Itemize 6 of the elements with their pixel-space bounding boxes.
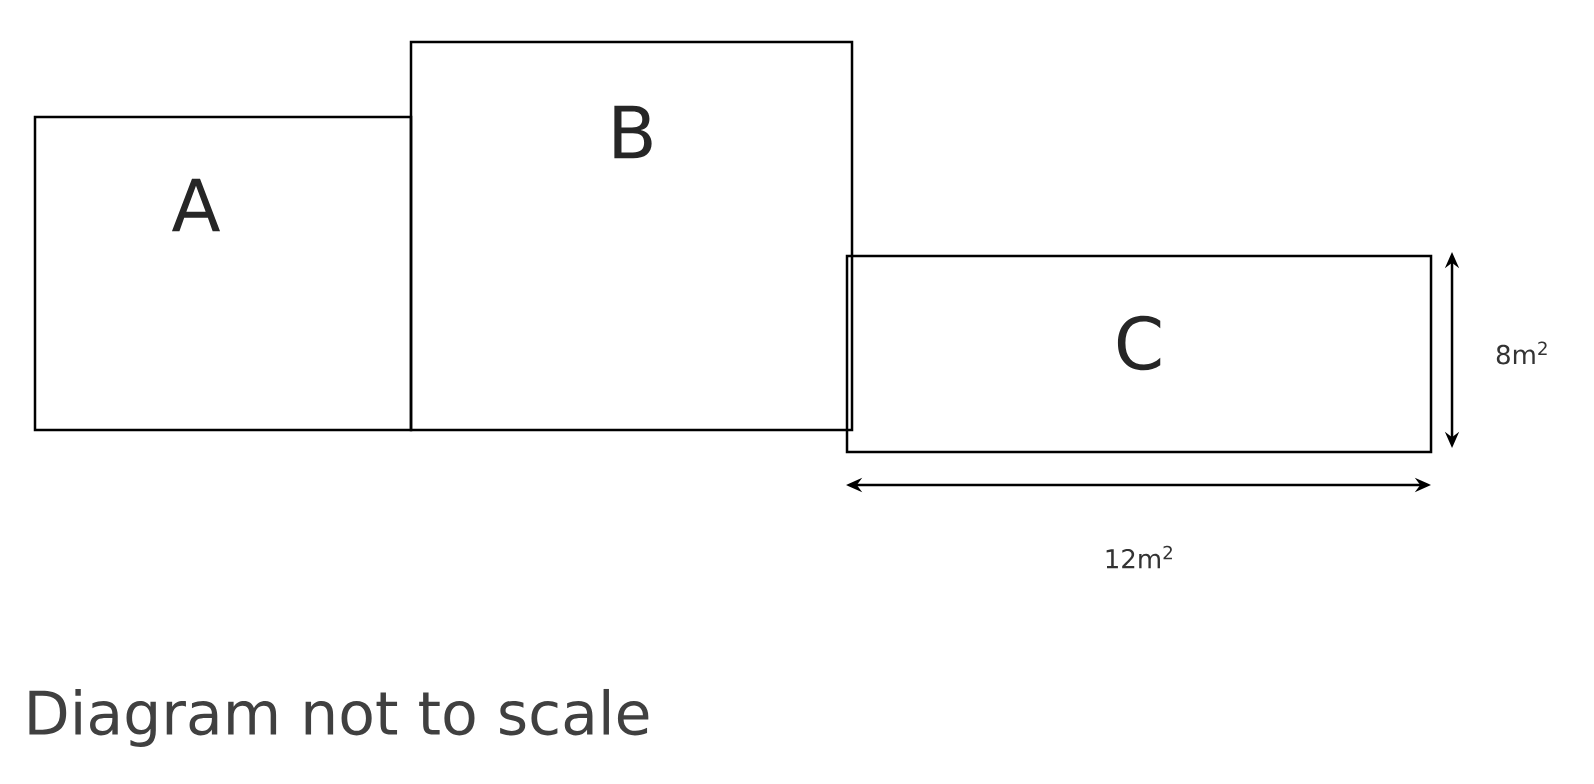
box: C <box>845 254 1433 454</box>
caption: Diagram not to scale <box>29 688 649 748</box>
box: A <box>33 115 413 432</box>
box: B <box>409 40 854 432</box>
dimension-label: 12m$^{2}$ <box>1106 545 1172 569</box>
dimension-label: 8m$^{2}$ <box>1496 341 1547 365</box>
